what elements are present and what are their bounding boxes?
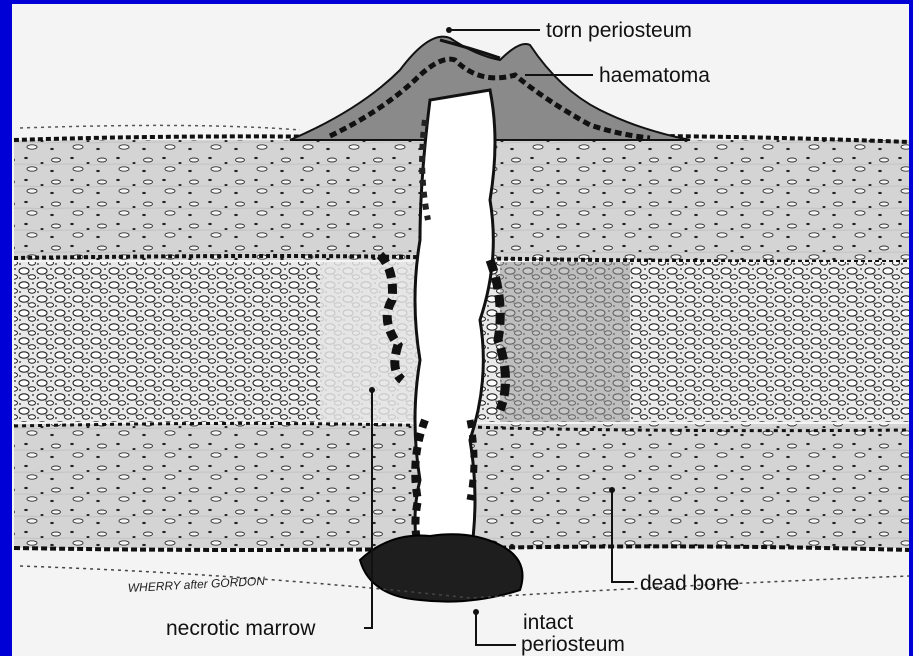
label-dead-bone: dead bone bbox=[640, 572, 739, 595]
lower-haematoma bbox=[360, 534, 523, 601]
label-intact-line1: intact bbox=[523, 611, 573, 634]
label-necrotic-marrow: necrotic marrow bbox=[166, 617, 316, 640]
artist-signature: WHERRY after GORDON bbox=[127, 574, 265, 595]
label-haematoma: haematoma bbox=[599, 64, 710, 87]
upper-periosteum bbox=[20, 125, 300, 130]
label-torn-periosteum: torn periosteum bbox=[546, 19, 692, 42]
label-intact-line2: periosteum bbox=[521, 633, 625, 656]
